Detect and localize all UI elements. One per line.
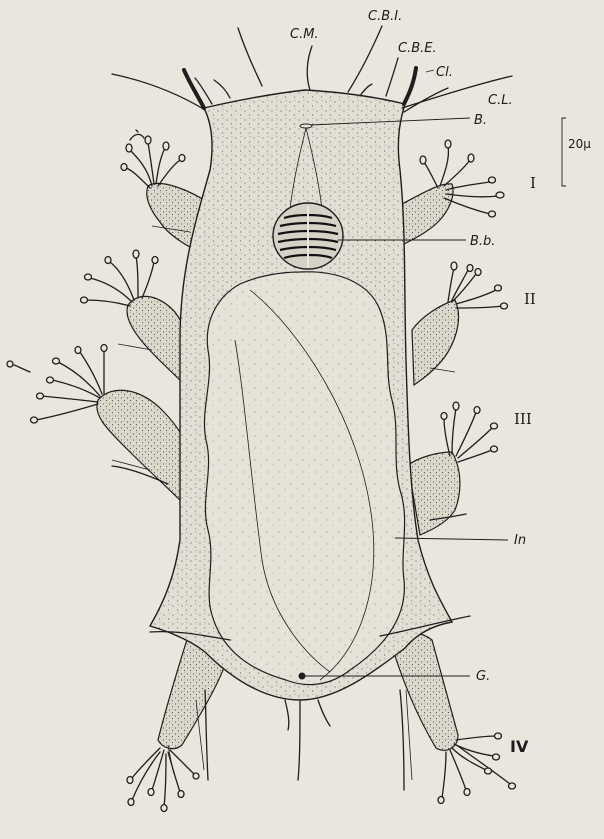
label-g: G. xyxy=(476,669,490,684)
numeral-leg-2: II xyxy=(524,290,536,308)
numeral-leg-1: I xyxy=(530,174,536,192)
label-bb: B.b. xyxy=(470,234,495,249)
leg-4-right xyxy=(390,633,516,803)
label-cbe: C.B.E. xyxy=(398,41,437,56)
numeral-leg-4: IV xyxy=(510,737,529,756)
claws-leg-3-right xyxy=(441,402,498,462)
claws-leg-4-left xyxy=(127,748,199,812)
clava xyxy=(404,68,416,104)
scale-bar-label: 20μ xyxy=(568,137,591,151)
claws-leg-2-right xyxy=(448,262,508,309)
label-cl-large: C.L. xyxy=(488,93,513,108)
cirrus-buccalis-externus xyxy=(386,58,398,96)
pharyngeal-bulb xyxy=(273,203,343,269)
label-b: B. xyxy=(474,113,487,128)
posterior-spines xyxy=(205,690,404,790)
label-cl-small: Cl. xyxy=(436,65,453,80)
leg-1-right xyxy=(400,140,504,245)
label-in: In xyxy=(514,533,526,548)
cirrus-median xyxy=(307,46,312,90)
claws-leg-3-left xyxy=(7,345,107,424)
midgut xyxy=(204,272,404,685)
numeral-leg-3: III xyxy=(514,410,532,428)
leg-3-right xyxy=(408,402,498,535)
claws-leg-1-left xyxy=(121,130,185,188)
scale-bar: 20μ xyxy=(562,118,591,186)
leg-2-right xyxy=(412,262,508,385)
leg-3-left xyxy=(7,345,195,511)
cirrus-buccalis-internus xyxy=(348,26,382,92)
label-cbi: C.B.I. xyxy=(368,9,402,24)
label-cm: C.M. xyxy=(290,27,319,42)
